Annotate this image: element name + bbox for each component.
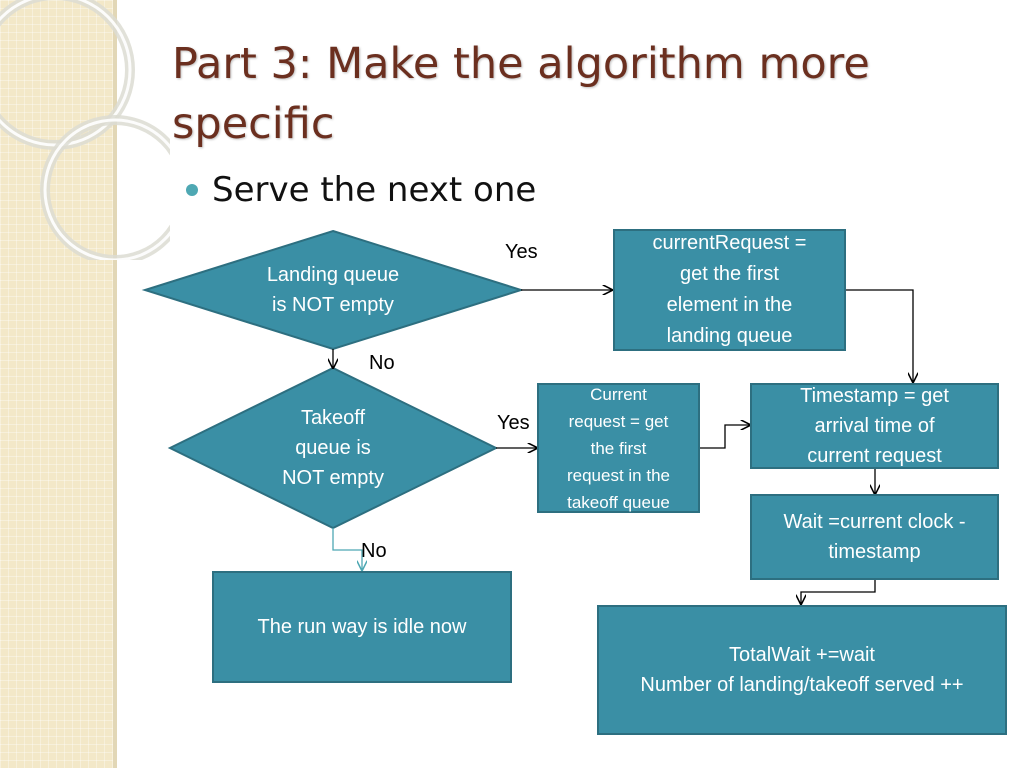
edge-label-landing-no: No bbox=[369, 352, 395, 374]
bullet-dot-icon bbox=[186, 184, 198, 196]
total-wait-box: TotalWait +=wait Number of landing/takeo… bbox=[597, 605, 1007, 735]
edge-label-takeoff-yes: Yes bbox=[497, 412, 530, 434]
connector-takeoff-no bbox=[332, 528, 362, 570]
edge-label-landing-yes: Yes bbox=[505, 241, 538, 263]
connector-wait-to-total bbox=[801, 580, 876, 604]
timestamp-box: Timestamp = get arrival time of current … bbox=[750, 383, 999, 469]
sidebar-edge bbox=[113, 0, 117, 768]
edge-label-takeoff-no: No bbox=[361, 540, 387, 562]
current-request-landing-box: currentRequest = get the first element i… bbox=[613, 229, 846, 351]
current-request-takeoff-box: Current request = get the first request … bbox=[537, 383, 700, 513]
decorative-rings bbox=[0, 0, 170, 260]
wait-box: Wait =current clock - timestamp bbox=[750, 494, 999, 580]
takeoff-decision-label: Takeoff queue is NOT empty bbox=[282, 407, 384, 489]
landing-decision-label: Landing queue is NOT empty bbox=[266, 264, 400, 316]
connector-landing-to-timestamp bbox=[846, 289, 913, 382]
slide-title: Part 3: Make the algorithm more specific bbox=[172, 39, 870, 149]
bullet-item: Serve the next one bbox=[186, 170, 536, 210]
bullet-text: Serve the next one bbox=[212, 170, 537, 210]
connector-takeoff-to-timestamp bbox=[700, 425, 750, 449]
idle-box: The run way is idle now bbox=[212, 571, 512, 683]
